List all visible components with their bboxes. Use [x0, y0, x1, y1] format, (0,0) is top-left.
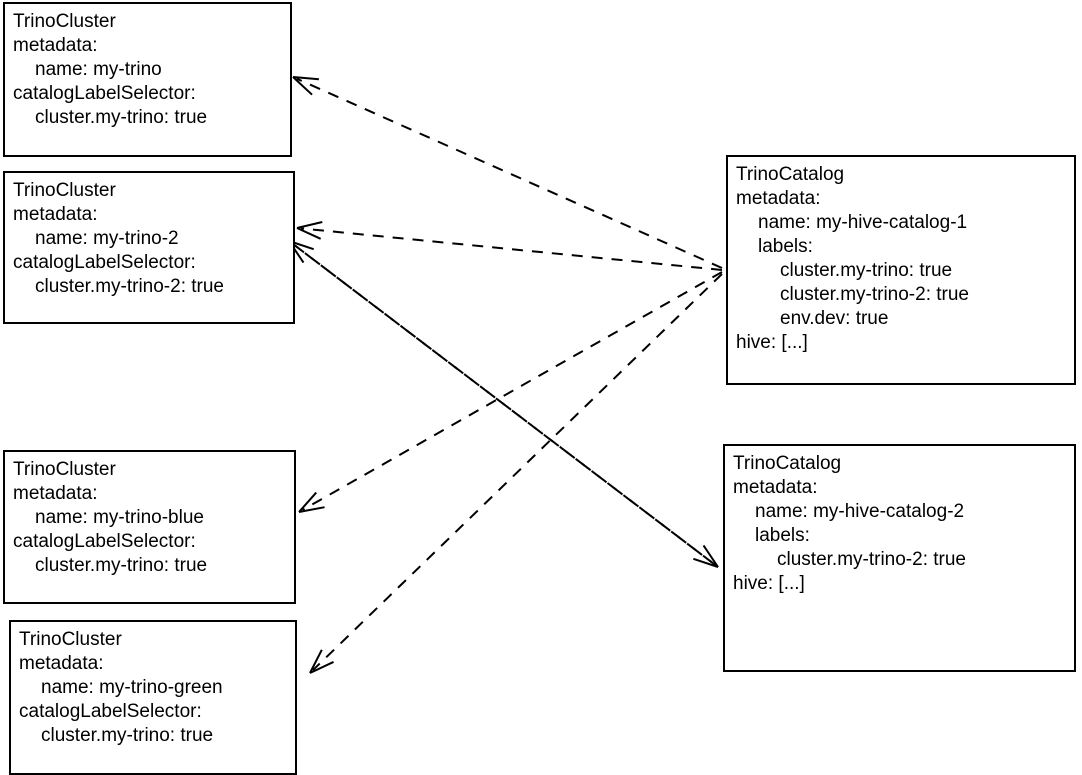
node-trinocluster-my-trino-blue[interactable]: TrinoCluster metadata: name: my-trino-blue… — [3, 450, 296, 604]
node-field-line: labels: — [755, 525, 810, 546]
edge-catalog1-to-cluster-my-trino-2-a-arrowhead — [296, 227, 322, 240]
node-field-line: cluster.my-trino: true — [35, 107, 208, 128]
node-field-line: name: my-trino-blue — [35, 507, 204, 528]
edge-catalog1-to-cluster-my-trino-arrowhead — [292, 76, 319, 81]
edge-cluster-my-trino-2-to-catalog2-arrowhead — [702, 544, 719, 568]
node-field-line: labels: — [758, 236, 813, 257]
node-field-line: cluster.my-trino: true — [41, 725, 214, 746]
node-kind-label: TrinoCluster — [19, 629, 122, 650]
edge-catalog1-to-cluster-my-trino-arrowhead — [292, 76, 313, 96]
node-field-line: catalogLabelSelector: — [13, 531, 196, 552]
node-kind-label: TrinoCluster — [13, 180, 116, 201]
node-field-line: name: my-hive-catalog-1 — [758, 212, 968, 233]
node-field-line: cluster.my-trino-2: true — [35, 276, 224, 297]
node-field-line: hive: [...] — [733, 573, 805, 594]
edge-cluster-my-trino-2-to-catalog2 — [288, 240, 716, 566]
node-trinocatalog-my-hive-catalog-2[interactable]: TrinoCatalog metadata: name: my-hive-catal… — [723, 444, 1076, 672]
node-field-line: catalogLabelSelector: — [13, 83, 196, 104]
node-field-line: name: my-hive-catalog-2 — [755, 501, 965, 522]
node-field-line: name: my-trino — [35, 59, 162, 80]
node-kind-label: TrinoCluster — [13, 11, 116, 32]
edge-catalog1-to-cluster-my-trino-green-arrowhead — [309, 661, 334, 674]
node-field-line: metadata: — [736, 188, 821, 209]
node-field-line: hive: [...] — [736, 332, 808, 353]
edge-catalog2-to-cluster-my-trino-2 — [291, 242, 719, 568]
edge-cluster-my-trino-2-to-catalog2-arrowhead — [693, 557, 719, 568]
node-field-line: env.dev: true — [780, 308, 889, 329]
node-field-line: name: my-trino-green — [41, 677, 223, 698]
node-kind-label: TrinoCluster — [13, 459, 116, 480]
edge-catalog1-to-cluster-my-trino-blue — [301, 271, 723, 511]
node-kind-label: TrinoCatalog — [733, 453, 842, 474]
node-trinocluster-my-trino-2[interactable]: TrinoCluster metadata: name: my-trino-2 cat… — [3, 171, 295, 324]
node-field-line: metadata: — [13, 35, 98, 56]
node-field-line: cluster.my-trino: true — [780, 260, 953, 281]
node-field-line: metadata: — [733, 477, 818, 498]
edge-catalog1-to-cluster-my-trino-blue-arrowhead — [298, 506, 325, 513]
node-field-line: metadata: — [19, 653, 104, 674]
node-field-line: name: my-trino-2 — [35, 228, 179, 249]
node-trinocluster-my-trino-green[interactable]: TrinoCluster metadata: name: my-trino-gree… — [9, 620, 297, 775]
edge-catalog1-to-cluster-my-trino-2-a-arrowhead — [296, 221, 323, 229]
node-field-line: cluster.my-trino: true — [35, 555, 208, 576]
node-field-line: metadata: — [13, 204, 98, 225]
node-field-line: cluster.my-trino-2: true — [777, 549, 966, 570]
node-trinocatalog-my-hive-catalog-1[interactable]: TrinoCatalog metadata: name: my-hive-catal… — [726, 155, 1076, 385]
node-field-line: metadata: — [13, 483, 98, 504]
edge-catalog1-to-cluster-my-trino-2-a — [300, 227, 723, 271]
edge-catalog1-to-cluster-my-trino-green — [312, 273, 723, 671]
edge-catalog1-to-cluster-my-trino-green-arrowhead — [309, 649, 323, 674]
node-kind-label: TrinoCatalog — [736, 164, 845, 185]
node-trinocluster-my-trino[interactable]: TrinoCluster metadata: name: my-trino catal… — [3, 2, 292, 157]
edge-catalog1-to-cluster-my-trino-blue-arrowhead — [298, 491, 317, 513]
edge-catalog1-to-cluster-my-trino — [296, 77, 723, 269]
node-field-line: catalogLabelSelector: — [13, 252, 196, 273]
node-field-line: cluster.my-trino-2: true — [780, 284, 969, 305]
node-field-line: catalogLabelSelector: — [19, 701, 202, 722]
